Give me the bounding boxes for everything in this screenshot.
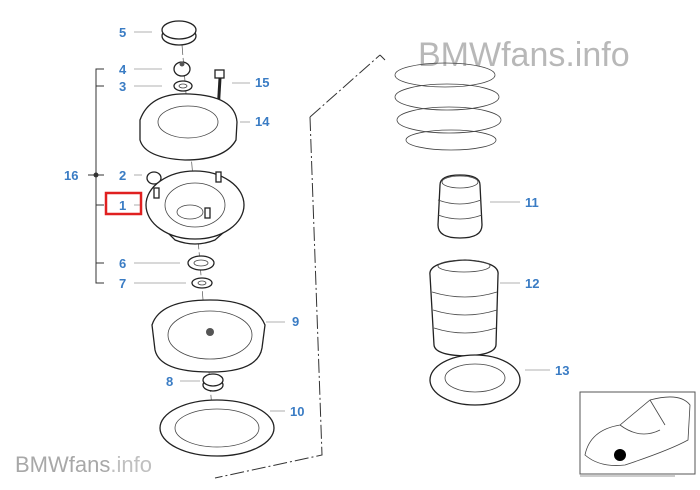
part-7-washer[interactable] bbox=[191, 277, 213, 289]
watermark-brand: BMWfans bbox=[15, 452, 111, 477]
part-12-boot[interactable] bbox=[429, 259, 499, 357]
part-10-pad[interactable] bbox=[159, 399, 275, 457]
part-2-nut[interactable] bbox=[146, 171, 162, 185]
callout-8[interactable]: 8 bbox=[166, 374, 173, 389]
callout-13[interactable]: 13 bbox=[555, 363, 569, 378]
part-11-bump-stop[interactable] bbox=[437, 174, 483, 239]
callout-14[interactable]: 14 bbox=[255, 114, 270, 129]
part-4-nut[interactable] bbox=[173, 61, 191, 77]
coil-spring bbox=[394, 62, 502, 151]
part-13-pad[interactable] bbox=[429, 354, 521, 406]
callouts: 5 4 3 15 14 16 2 1 6 7 9 8 10 11 12 13 bbox=[64, 25, 569, 419]
callout-5[interactable]: 5 bbox=[119, 25, 126, 40]
part-5-cap[interactable] bbox=[161, 20, 197, 46]
callout-3[interactable]: 3 bbox=[119, 79, 126, 94]
part-9-seat[interactable] bbox=[151, 299, 266, 373]
part-1-mount[interactable] bbox=[145, 170, 245, 245]
watermark-top: BMWfans.info bbox=[418, 36, 630, 74]
callout-1[interactable]: 1 bbox=[119, 198, 126, 213]
callout-12[interactable]: 12 bbox=[525, 276, 539, 291]
part-3-washer[interactable] bbox=[173, 80, 193, 92]
callout-9[interactable]: 9 bbox=[292, 314, 299, 329]
callout-7[interactable]: 7 bbox=[119, 276, 126, 291]
watermark-suffix: .info bbox=[110, 452, 152, 477]
callout-6[interactable]: 6 bbox=[119, 256, 126, 271]
car-locator-thumbnail bbox=[579, 391, 696, 477]
assembly-outline bbox=[214, 54, 386, 479]
watermark-bottom: BMWfans.info bbox=[15, 452, 152, 478]
callout-11[interactable]: 11 bbox=[525, 195, 539, 210]
selected-callout-highlight bbox=[104, 191, 143, 216]
callout-16[interactable]: 16 bbox=[64, 168, 78, 183]
callout-10[interactable]: 10 bbox=[290, 404, 304, 419]
callout-4[interactable]: 4 bbox=[119, 62, 127, 77]
leader-lines bbox=[134, 31, 550, 412]
part-8-bushing[interactable] bbox=[202, 373, 224, 392]
callout-2[interactable]: 2 bbox=[119, 168, 126, 183]
callout-15[interactable]: 15 bbox=[255, 75, 269, 90]
part-14-plate[interactable] bbox=[139, 93, 238, 161]
location-marker bbox=[614, 449, 626, 461]
part-6-ring[interactable] bbox=[187, 255, 215, 271]
